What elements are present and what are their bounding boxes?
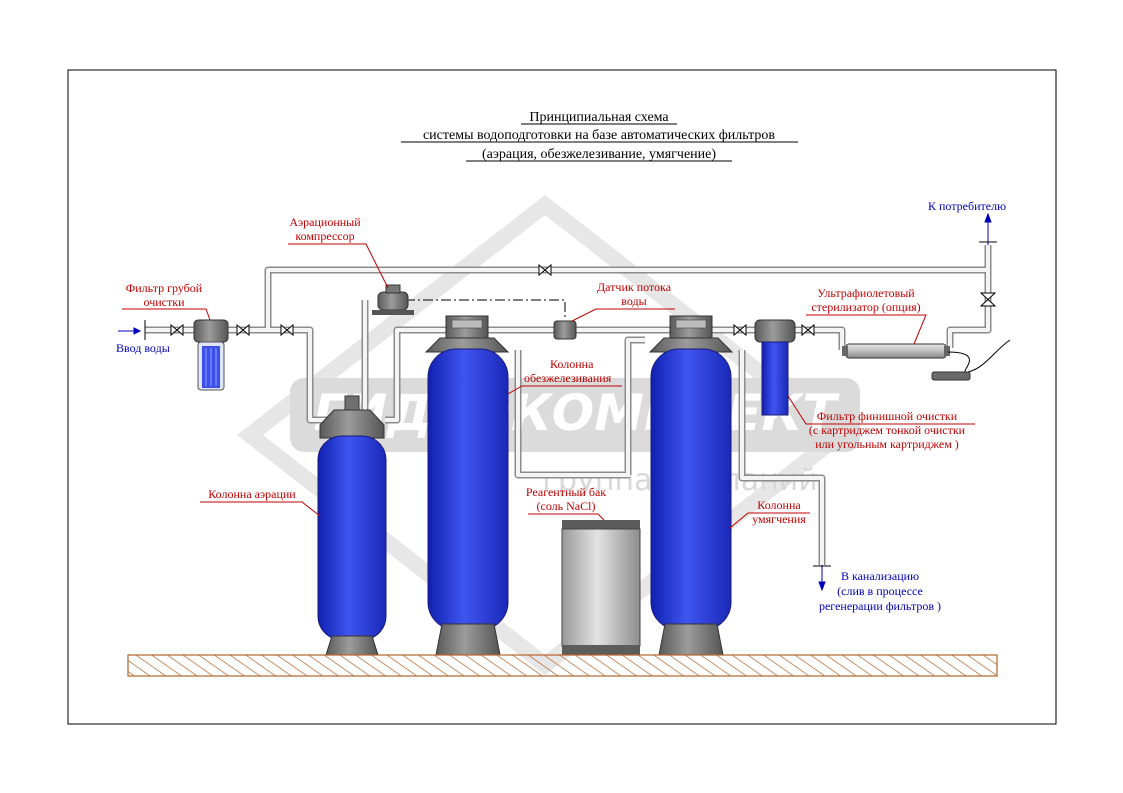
label-fine-filter-3: или угольным картриджем ) [815, 437, 959, 451]
valve-icon [801, 323, 815, 337]
valve-icon [280, 323, 294, 337]
label-flow-sensor-2: воды [621, 294, 646, 308]
title-line-2: системы водоподготовки на базе автоматич… [423, 128, 775, 143]
iron-removal-column [424, 315, 510, 656]
label-iron-column-1: Колонна [550, 357, 594, 371]
label-water-in: Ввод воды [116, 341, 170, 355]
softening-column [648, 315, 734, 656]
floor-hatch [127, 654, 998, 677]
diagram-title: Принципиальная схема системы водоподгото… [401, 110, 798, 162]
label-drain-1: В канализацию [841, 569, 919, 583]
label-fine-filter-1: Фильтр финишной очистки [817, 409, 958, 423]
arrow-down-icon [818, 581, 826, 592]
uv-ballast [931, 371, 971, 381]
page-frame [67, 69, 1057, 725]
label-drain-3: регенерации фильтров ) [819, 599, 941, 613]
label-drain-2: (слив в процессе [837, 584, 923, 598]
watermark-brand: ГИДРОКОМПЛЕКТ [313, 384, 840, 442]
label-consumer: К потребителю [928, 199, 1006, 213]
label-aeration-column: Колонна аэрации [208, 487, 296, 501]
label-coarse-filter-2: очистки [144, 295, 186, 309]
valve-icon [236, 323, 250, 337]
flow-sensor [553, 320, 577, 340]
label-compressor-2: компрессор [295, 229, 354, 243]
arrow-up-icon [984, 212, 992, 223]
valve-icon [979, 292, 997, 307]
coarse-filter [193, 319, 229, 391]
label-softening-column-1: Колонна [757, 498, 801, 512]
label-iron-column-2: обезжелезивания [524, 371, 612, 385]
title-line-3: (аэрация, обезжелезивание, умягчение) [482, 147, 716, 162]
fine-filter [754, 319, 796, 416]
arrow-right-icon [133, 327, 142, 335]
uv-sterilizer [842, 339, 1011, 381]
labels: Ввод воды К потребителю Фильтр грубой оч… [116, 199, 1006, 613]
aeration-column [317, 395, 387, 656]
brine-tank [561, 520, 641, 655]
aeration-compressor [372, 284, 414, 315]
label-softening-column-2: умягчения [752, 512, 806, 526]
valve-icon [733, 323, 747, 337]
label-uv-1: Ультрафиолетовый [817, 286, 915, 300]
valve-icon [538, 263, 552, 277]
valves [170, 263, 997, 337]
label-brine-tank-2: (соль NaCl) [537, 499, 596, 513]
title-line-1: Принципиальная схема [529, 110, 669, 125]
label-flow-sensor-1: Датчик потока [597, 280, 672, 294]
pipework [145, 245, 992, 565]
valve-icon [170, 323, 184, 337]
label-brine-tank-1: Реагентный бак [526, 485, 606, 499]
label-coarse-filter-1: Фильтр грубой [126, 281, 203, 295]
flow-arrows [118, 212, 997, 592]
label-compressor-1: Аэрационный [289, 215, 361, 229]
label-fine-filter-2: (с картриджем тонкой очистки [809, 423, 966, 437]
label-uv-2: стерилизатор (опция) [811, 300, 920, 314]
